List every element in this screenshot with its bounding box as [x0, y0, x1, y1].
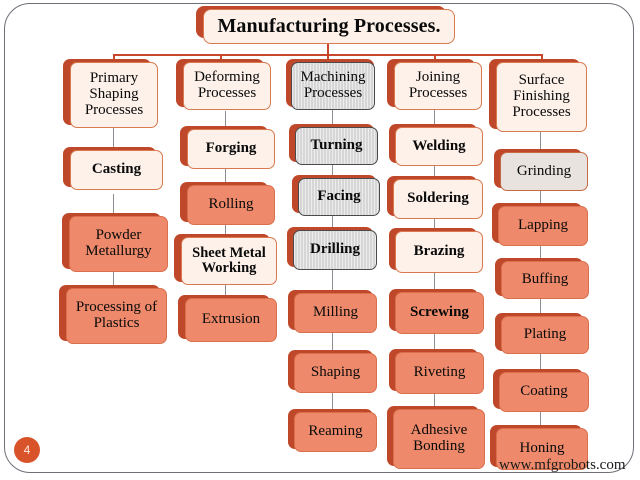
page-number-badge: 4: [14, 437, 40, 463]
node-label: Riveting: [413, 364, 466, 381]
node-milling[interactable]: Milling: [294, 293, 377, 333]
stem-c5-5: [540, 350, 541, 372]
stem-c5-6: [540, 408, 541, 428]
node-label: Adhesive Bonding: [410, 422, 468, 454]
node-buffing[interactable]: Buffing: [501, 261, 589, 299]
node-label: Forging: [205, 140, 257, 157]
stem-c4-6: [434, 391, 435, 409]
node-label: Coating: [520, 383, 568, 400]
node-label: Surface Finishing Processes: [512, 72, 571, 120]
stem-c3-5: [332, 332, 333, 354]
stem-c2-3: [225, 223, 226, 237]
stem-c1-1: [113, 128, 114, 150]
node-reaming[interactable]: Reaming: [294, 412, 377, 452]
node-label: Drilling: [309, 241, 360, 258]
node-powder-metallurgy[interactable]: Powder Metallurgy: [69, 216, 168, 272]
node-shaping[interactable]: Shaping: [294, 353, 377, 393]
node-label: Facing: [317, 188, 361, 205]
node-label: Grinding: [516, 162, 572, 179]
node-riveting[interactable]: Riveting: [395, 352, 484, 394]
node-label: Lapping: [518, 217, 568, 234]
node-label: Plating: [523, 326, 567, 343]
node-label: Welding: [412, 137, 466, 154]
node-label: Powder Metallurgy: [85, 227, 152, 259]
stem-c1-3: [113, 272, 114, 288]
stem-c5-4: [540, 296, 541, 316]
stem-c1-2: [113, 194, 114, 216]
stem-c3-4: [332, 270, 333, 293]
node-processing-of-plastics[interactable]: Processing of Plastics: [66, 288, 167, 344]
node-joining-processes[interactable]: Joining Processes: [394, 62, 482, 110]
node-label: Primary Shaping Processes: [84, 70, 144, 118]
node-coating[interactable]: Coating: [499, 372, 589, 412]
node-label: Sheet Metal Working: [192, 244, 266, 276]
stem-c4-2: [434, 163, 435, 179]
stem-c4-3: [434, 216, 435, 231]
watermark-text: www.mfgrobots.com: [499, 457, 626, 473]
node-label: Machining Processes: [300, 69, 366, 101]
stem-c3-3: [332, 215, 333, 230]
node-grinding[interactable]: Grinding: [500, 152, 588, 191]
node-label: Deforming Processes: [194, 69, 260, 101]
node-label: Screwing: [410, 304, 469, 321]
stem-c4-4: [434, 270, 435, 292]
node-turning[interactable]: Turning: [295, 127, 378, 165]
node-screwing[interactable]: Screwing: [395, 292, 484, 334]
node-forging[interactable]: Forging: [187, 129, 275, 169]
stem-c3-2: [332, 162, 333, 178]
node-extrusion[interactable]: Extrusion: [185, 298, 277, 342]
stem-c4-5: [434, 331, 435, 352]
stem-c5-2: [540, 188, 541, 206]
node-facing[interactable]: Facing: [298, 178, 380, 216]
node-casting[interactable]: Casting: [70, 150, 163, 190]
node-plating[interactable]: Plating: [501, 316, 589, 354]
node-welding[interactable]: Welding: [395, 127, 483, 166]
stem-c2-1: [225, 111, 226, 129]
stem-c3-1: [332, 110, 333, 127]
node-label: Shaping: [310, 364, 361, 381]
node-soldering[interactable]: Soldering: [393, 179, 483, 219]
node-adhesive-bonding[interactable]: Adhesive Bonding: [393, 409, 485, 469]
node-label: Milling: [312, 304, 358, 321]
node-drilling[interactable]: Drilling: [293, 230, 377, 270]
diagram-title: Manufacturing Processes.: [203, 9, 455, 44]
node-label: Buffing: [521, 271, 569, 288]
node-label: Turning: [310, 137, 363, 154]
node-brazing[interactable]: Brazing: [395, 231, 483, 273]
stem-c3-6: [332, 392, 333, 412]
node-machining-processes[interactable]: Machining Processes: [291, 62, 375, 110]
stem-c5-1: [540, 132, 541, 152]
node-label: Rolling: [208, 196, 254, 213]
stem-c4-1: [434, 110, 435, 127]
node-label: Processing of Plastics: [75, 299, 158, 331]
node-label: Brazing: [413, 243, 465, 260]
connector-root-stem: [327, 42, 329, 55]
node-honing[interactable]: Honing: [496, 428, 588, 470]
stem-c2-2: [225, 169, 226, 185]
node-label: Honing: [519, 440, 565, 457]
node-deforming-processes[interactable]: Deforming Processes: [183, 62, 271, 110]
node-label: Extrusion: [201, 311, 261, 328]
node-rolling[interactable]: Rolling: [187, 185, 275, 225]
stem-c2-4: [225, 282, 226, 298]
node-label: Joining Processes: [408, 69, 468, 101]
node-label: Soldering: [407, 190, 469, 207]
node-sheet-metal-working[interactable]: Sheet Metal Working: [181, 237, 277, 285]
node-label: Reaming: [308, 423, 363, 440]
stem-c5-3: [540, 243, 541, 261]
node-surface-finishing-processes[interactable]: Surface Finishing Processes: [496, 62, 587, 132]
node-primary-shaping-processes[interactable]: Primary Shaping Processes: [70, 62, 158, 128]
node-lapping[interactable]: Lapping: [498, 206, 588, 246]
node-label: Casting: [91, 161, 142, 178]
